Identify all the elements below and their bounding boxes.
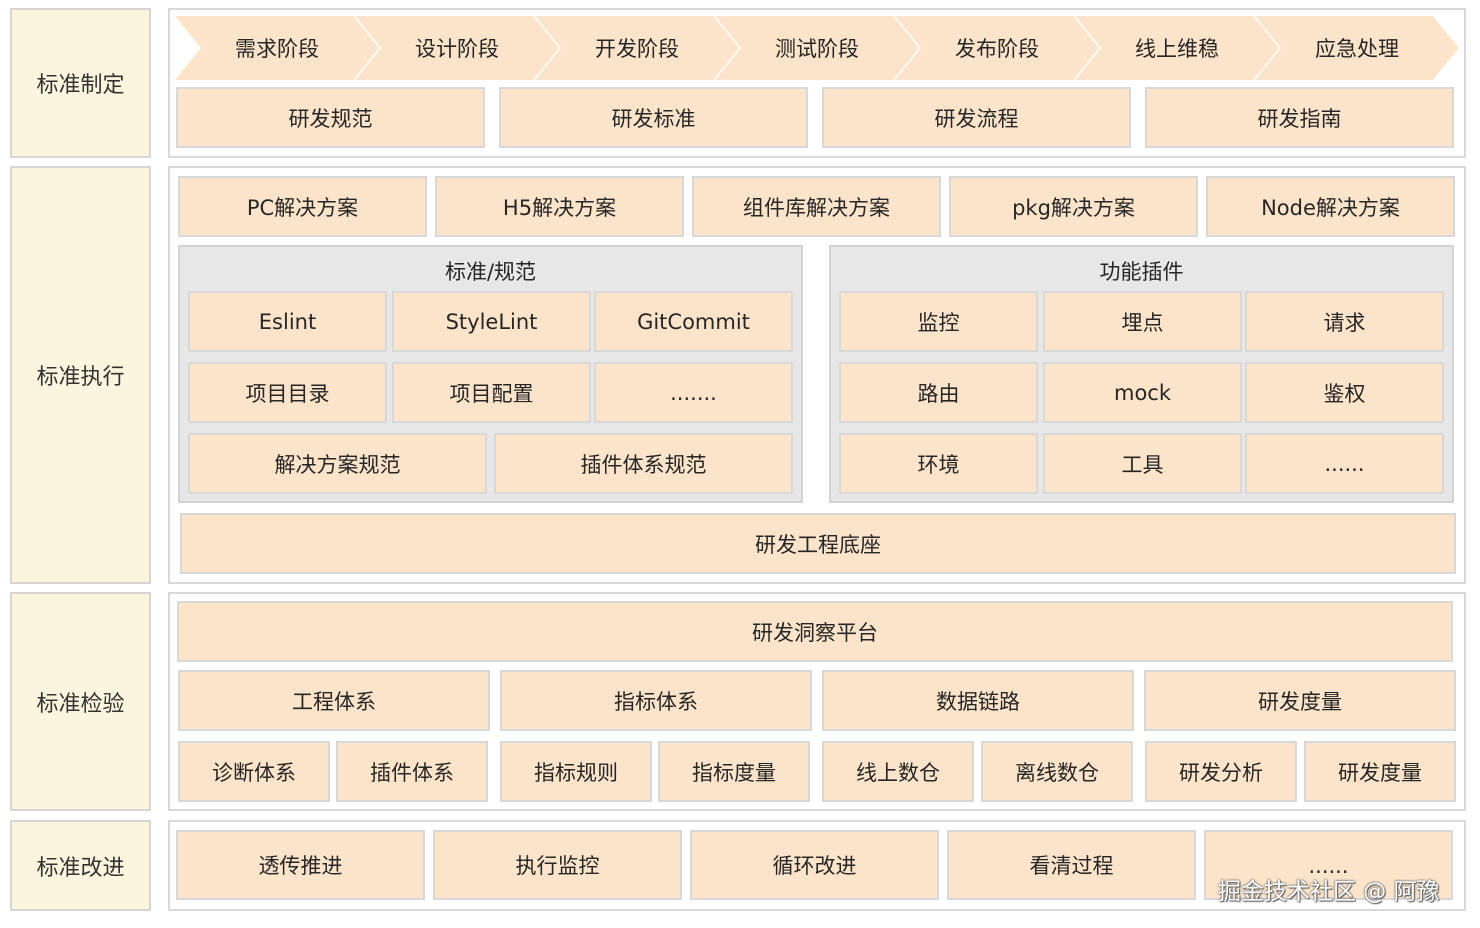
box-metric-rules: 指标规则 — [500, 741, 652, 802]
stage-chevron — [1075, 16, 1279, 80]
box-dev-analysis: 研发分析 — [1145, 741, 1297, 802]
stage-chevron — [355, 16, 559, 80]
box-dev-guide: 研发指南 — [1145, 87, 1454, 148]
box-project-config: 项目配置 — [392, 362, 591, 423]
box-dev-process: 研发流程 — [822, 87, 1131, 148]
box-improvement-more: ...... — [1204, 830, 1453, 900]
group-plugins-title: 功能插件 — [1099, 260, 1184, 284]
section-label: 标准执行 — [36, 365, 125, 390]
stage-development: 开发阶段 — [595, 37, 679, 61]
box-data-pipeline: 数据链路 — [822, 670, 1134, 731]
box-pkg-solution: pkg解决方案 — [949, 176, 1198, 237]
stage-online-stability: 线上维稳 — [1135, 37, 1219, 61]
box-routing: 路由 — [839, 362, 1038, 423]
stage-release: 发布阶段 — [955, 37, 1039, 61]
stage-flow-shapes — [175, 16, 1459, 80]
box-tools: 工具 — [1043, 433, 1242, 494]
box-environment: 环境 — [839, 433, 1038, 494]
box-gitcommit: GitCommit — [594, 291, 793, 352]
box-diagnosis-system: 诊断体系 — [178, 741, 330, 802]
box-dev-standard: 研发标准 — [499, 87, 808, 148]
stage-chevron — [535, 16, 739, 80]
stage-chevron — [1255, 16, 1459, 80]
box-standards-more: ....... — [594, 362, 793, 423]
box-see-process: 看清过程 — [947, 830, 1196, 900]
box-dev-measurement-detail: 研发度量 — [1304, 741, 1456, 802]
box-offline-warehouse: 离线数仓 — [981, 741, 1133, 802]
watermark-text: 掘金技术社区 @ 阿豫 — [1218, 879, 1440, 905]
box-metric-measurement: 指标度量 — [658, 741, 810, 802]
stage-design: 设计阶段 — [415, 37, 499, 61]
box-mock: mock — [1043, 362, 1242, 423]
box-plugin-system-spec: 插件体系规范 — [494, 433, 793, 494]
stage-chevron — [895, 16, 1099, 80]
box-engineering-system: 工程体系 — [178, 670, 490, 731]
box-stylelint: StyleLint — [392, 291, 591, 352]
box-project-directory: 项目目录 — [188, 362, 387, 423]
box-solution-spec: 解决方案规范 — [188, 433, 487, 494]
label-standard-improvement: 标准改进 — [10, 820, 151, 911]
stage-chevron — [175, 16, 379, 80]
section-label: 标准制定 — [36, 73, 125, 98]
stage-chevron — [715, 16, 919, 80]
box-component-solution: 组件库解决方案 — [692, 176, 941, 237]
box-online-warehouse: 线上数仓 — [822, 741, 974, 802]
label-standard-execution: 标准执行 — [10, 166, 151, 584]
box-dev-measurement: 研发度量 — [1144, 670, 1456, 731]
box-insight-platform: 研发洞察平台 — [177, 601, 1453, 662]
box-auth: 鉴权 — [1245, 362, 1444, 423]
box-node-solution: Node解决方案 — [1206, 176, 1455, 237]
section-label: 标准改进 — [36, 855, 125, 881]
box-engineering-base: 研发工程底座 — [180, 513, 1456, 574]
box-monitoring: 监控 — [839, 291, 1038, 352]
label-standard-making: 标准制定 — [10, 8, 151, 158]
box-h5-solution: H5解决方案 — [435, 176, 684, 237]
box-execution-monitoring: 执行监控 — [433, 830, 682, 900]
label-standard-inspection: 标准检验 — [10, 592, 151, 811]
stage-flow: 需求阶段 设计阶段 开发阶段 测试阶段 发布阶段 线上维稳 应急处理 — [175, 16, 1460, 80]
box-dev-spec: 研发规范 — [176, 87, 485, 148]
box-loop-improvement: 循环改进 — [690, 830, 939, 900]
box-pass-through: 透传推进 — [176, 830, 425, 900]
box-eslint: Eslint — [188, 291, 387, 352]
section-label: 标准检验 — [36, 691, 125, 717]
group-standards-title: 标准/规范 — [444, 260, 537, 284]
box-plugins-more: ...... — [1245, 433, 1444, 494]
stage-requirement: 需求阶段 — [235, 37, 319, 61]
box-tracking: 埋点 — [1043, 291, 1242, 352]
stage-emergency: 应急处理 — [1315, 37, 1399, 61]
box-pc-solution: PC解决方案 — [178, 176, 427, 237]
stage-testing: 测试阶段 — [775, 37, 859, 61]
box-plugin-system: 插件体系 — [336, 741, 488, 802]
box-metrics-system: 指标体系 — [500, 670, 812, 731]
box-request: 请求 — [1245, 291, 1444, 352]
